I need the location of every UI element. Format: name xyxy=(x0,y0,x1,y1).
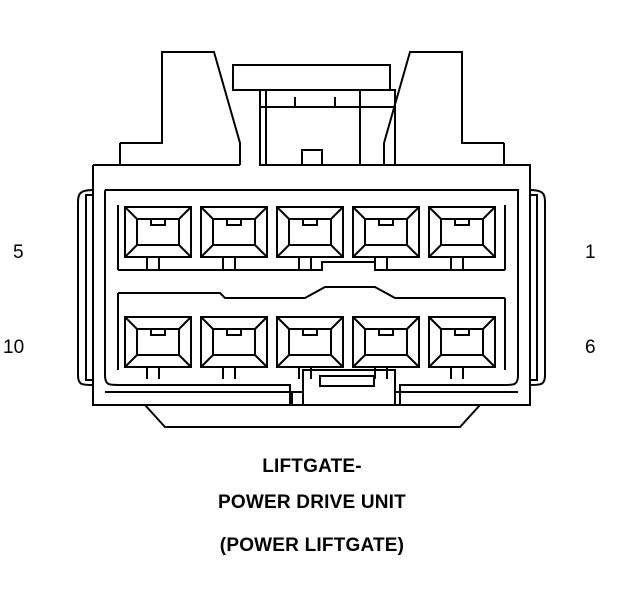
housing-skirt xyxy=(144,404,481,428)
terminal-cavity-pin-9 xyxy=(200,316,268,379)
pin-label-1: 1 xyxy=(585,242,596,263)
right-latch-tower xyxy=(383,51,504,144)
cavity-frame xyxy=(104,189,519,405)
terminal-cavity-pin-6 xyxy=(428,316,496,379)
terminal-cavity-pin-8 xyxy=(276,316,344,379)
terminal-cavity-pin-7 xyxy=(352,316,420,379)
terminal-cavity-pin-2 xyxy=(352,206,420,270)
pin-label-10: 10 xyxy=(3,337,25,358)
housing-body-left-top xyxy=(93,143,121,166)
terminal-cavity-pin-5 xyxy=(124,206,192,270)
caption-line-1: LIFTGATE- xyxy=(262,456,362,477)
terminal-cavity-pin-10 xyxy=(124,316,192,379)
pin-label-5: 5 xyxy=(13,242,24,263)
terminal-cavity-pin-1 xyxy=(428,206,496,270)
pin-label-6: 6 xyxy=(585,337,596,358)
terminal-cavity-pin-3 xyxy=(276,206,344,270)
caption-line-2: POWER DRIVE UNIT xyxy=(218,492,406,513)
left-side-rail xyxy=(77,189,94,386)
left-latch-tower xyxy=(120,51,241,165)
terminal-cavity-pin-4 xyxy=(200,206,268,270)
mid-divider xyxy=(118,261,505,271)
right-side-rail xyxy=(529,189,546,386)
cavity-row-top xyxy=(124,206,496,270)
caption-line-3: (POWER LIFTGATE) xyxy=(219,535,405,556)
cavity-row-bottom xyxy=(124,316,496,379)
housing-body xyxy=(92,143,531,406)
